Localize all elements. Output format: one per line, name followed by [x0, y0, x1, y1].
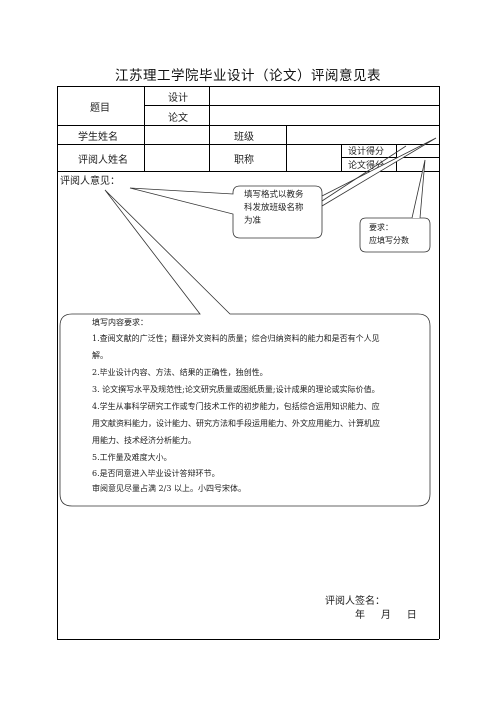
row-divider-topic: [57, 125, 439, 126]
design-label: 设计: [168, 93, 188, 104]
requirements-heading: 填写内容要求：: [92, 318, 148, 327]
row-divider-score: [341, 157, 439, 158]
requirements-line: 5.工作量及难度大小。: [92, 453, 172, 462]
student-name-label: 学生姓名: [78, 132, 118, 143]
requirements-line: 审阅意见尽量占满 2/3 以上。小四号宋体。: [92, 484, 246, 493]
col-divider-topic: [144, 86, 145, 171]
col-divider-class-value: [286, 125, 287, 171]
class-label: 班级: [234, 132, 254, 143]
signature-label: 评阅人签名：: [325, 596, 385, 607]
score-note-pointer: [411, 159, 426, 219]
thesis-score-label: 论文得分: [348, 161, 385, 171]
format-pointer-line: [321, 145, 407, 202]
col-divider-score-value: [396, 144, 397, 171]
signature-date: 年 月 日: [355, 610, 417, 621]
design-score-label: 设计得分: [348, 147, 385, 157]
score-note-line: 要求：: [369, 223, 393, 232]
requirements-line: 1.查阅文献的广泛性；翻译外文资料的质量；综合归纳资料的能力和是否有个人见: [92, 334, 380, 343]
col-divider-class: [209, 125, 210, 171]
requirements-line: 3. 论文撰写水平及规范性;论文研究质量或图纸质量;设计成果的理论或实际价值。: [92, 385, 380, 394]
score-note-line: 应填写分数: [369, 236, 409, 245]
row-divider-student: [57, 144, 439, 145]
table-border-bottom: [57, 639, 439, 640]
row-divider-design: [144, 105, 439, 106]
format-note: 填写格式以教务 科发放班级名称 为准: [244, 189, 304, 228]
col-divider-design-value: [209, 86, 210, 125]
document-title: 江苏理工学院毕业设计（论文）评阅意见表: [115, 68, 381, 84]
format-note-line: 为准: [244, 216, 262, 226]
requirements-line: 6.是否同意进入毕业设计答辩环节。: [92, 469, 220, 478]
table-border-left: [57, 86, 58, 639]
score-note: 要求： 应填写分数: [369, 221, 409, 247]
topic-label: 题目: [90, 103, 110, 114]
requirements-callout-shape: [59, 189, 431, 507]
score-note-callout-shape: [359, 217, 431, 253]
row-divider-reviewer: [57, 171, 439, 172]
reviewer-opinion-label: 评阅人意见：: [60, 176, 120, 187]
job-title-label: 职称: [234, 155, 254, 166]
table-border-top: [57, 86, 439, 87]
requirements-line: 用文献资料能力，设计能力、研究方法和手段运用能力、外文应用能力、计算机应: [92, 419, 380, 428]
requirements-line: 2.毕业设计内容、方法、结果的正确性，独创性。: [92, 368, 268, 377]
requirements-line: 4.学生从事科学研究工作或专门技术工作的初步能力，包括综合运用知识能力、应: [92, 402, 380, 411]
thesis-label: 论文: [168, 113, 188, 124]
format-note-line: 填写格式以教务: [244, 190, 304, 200]
format-note-line: 科发放班级名称: [244, 203, 304, 213]
reviewer-name-label: 评阅人姓名: [78, 155, 128, 166]
col-divider-score: [341, 144, 342, 171]
requirements-line: 用能力、技术经济分析能力。: [92, 436, 196, 445]
requirements-line: 解。: [92, 351, 108, 360]
table-border-right: [439, 86, 440, 639]
